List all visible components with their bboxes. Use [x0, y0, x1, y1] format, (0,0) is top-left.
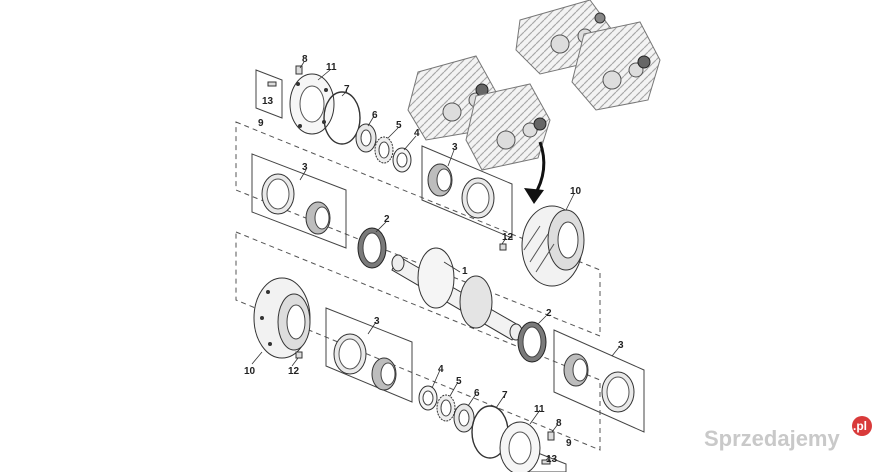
label-part-3-top-left: 3 [302, 162, 308, 173]
label-part-4-top: 4 [414, 128, 420, 139]
group-frames [235, 121, 601, 451]
label-part-13-top: 13 [262, 96, 274, 107]
label-part-3-top-mid: 3 [452, 142, 458, 153]
label-part-5-top: 5 [396, 120, 402, 131]
label-part-4-bottom: 4 [438, 364, 444, 375]
seal-bottom [517, 321, 547, 363]
bearing-cone-bottom-right [563, 353, 589, 387]
label-part-8-bottom: 8 [556, 418, 562, 429]
label-part-8-top: 8 [302, 54, 308, 65]
bearing-frames [251, 69, 645, 472]
label-part-9-bottom: 9 [566, 438, 572, 449]
bearing-cup-top-mid [461, 177, 495, 219]
part-labels: 8 11 7 13 9 6 5 4 3 3 2 10 12 1 3 2 3 10… [244, 54, 624, 465]
o-ring-top [323, 91, 361, 145]
label-part-1: 1 [462, 266, 468, 277]
track-units-illustration [407, 0, 661, 204]
label-part-6-bottom: 6 [474, 388, 480, 399]
label-part-3-bottom-right: 3 [618, 340, 624, 351]
cover-plate-top [289, 73, 335, 135]
track-unit [465, 83, 551, 171]
label-part-9-top: 9 [258, 118, 264, 129]
indicator-arrowhead [524, 188, 544, 204]
label-part-7-bottom: 7 [502, 390, 508, 401]
label-part-10-bottom: 10 [244, 366, 256, 377]
label-part-2-top: 2 [384, 214, 390, 225]
lock-washer-bottom [436, 394, 456, 422]
seal-top [357, 227, 387, 269]
label-part-10-top: 10 [570, 186, 582, 197]
label-part-11-bottom: 11 [534, 404, 545, 415]
label-part-7-top: 7 [344, 84, 350, 95]
small-screw-bottom [547, 431, 555, 441]
cover-plate-bottom [499, 421, 541, 472]
label-part-5-bottom: 5 [456, 376, 462, 387]
pin-top [499, 243, 507, 251]
pin-bottom [295, 351, 303, 359]
label-part-11-top: 11 [326, 62, 337, 73]
bearing-cone-top-left [305, 201, 331, 235]
nut-bottom [453, 403, 475, 433]
bearing-cup-bottom-mid [333, 333, 367, 375]
label-part-2-bottom: 2 [546, 308, 552, 319]
watermark-text: Sprzedajemy [704, 426, 840, 451]
spindle-shaft [391, 247, 523, 341]
small-bolt-top [267, 81, 277, 87]
watermark-badge-text: .pl [853, 419, 867, 433]
label-part-6-top: 6 [372, 110, 378, 121]
track-unit [571, 21, 661, 111]
label-part-13-bottom: 13 [546, 454, 558, 465]
bearing-cone-top-mid [427, 163, 453, 197]
washer-bottom [418, 385, 438, 411]
hub-bottom [253, 277, 311, 359]
lock-washer-top [374, 136, 394, 164]
hub-top [521, 205, 585, 287]
bearing-cup-top-left [261, 173, 295, 215]
label-part-3-bottom-mid: 3 [374, 316, 380, 327]
small-screw-top [295, 65, 303, 75]
leader-lines [251, 61, 621, 461]
watermark-logo: Sprzedajemy .pl [704, 416, 872, 451]
washer-top [392, 147, 412, 173]
bearing-cup-bottom-right [601, 371, 635, 413]
bearing-cone-bottom-mid [371, 357, 397, 391]
nut-top [355, 123, 377, 153]
watermark-badge [852, 416, 872, 436]
label-part-12-bottom: 12 [288, 366, 300, 377]
label-part-12-top: 12 [502, 232, 514, 243]
